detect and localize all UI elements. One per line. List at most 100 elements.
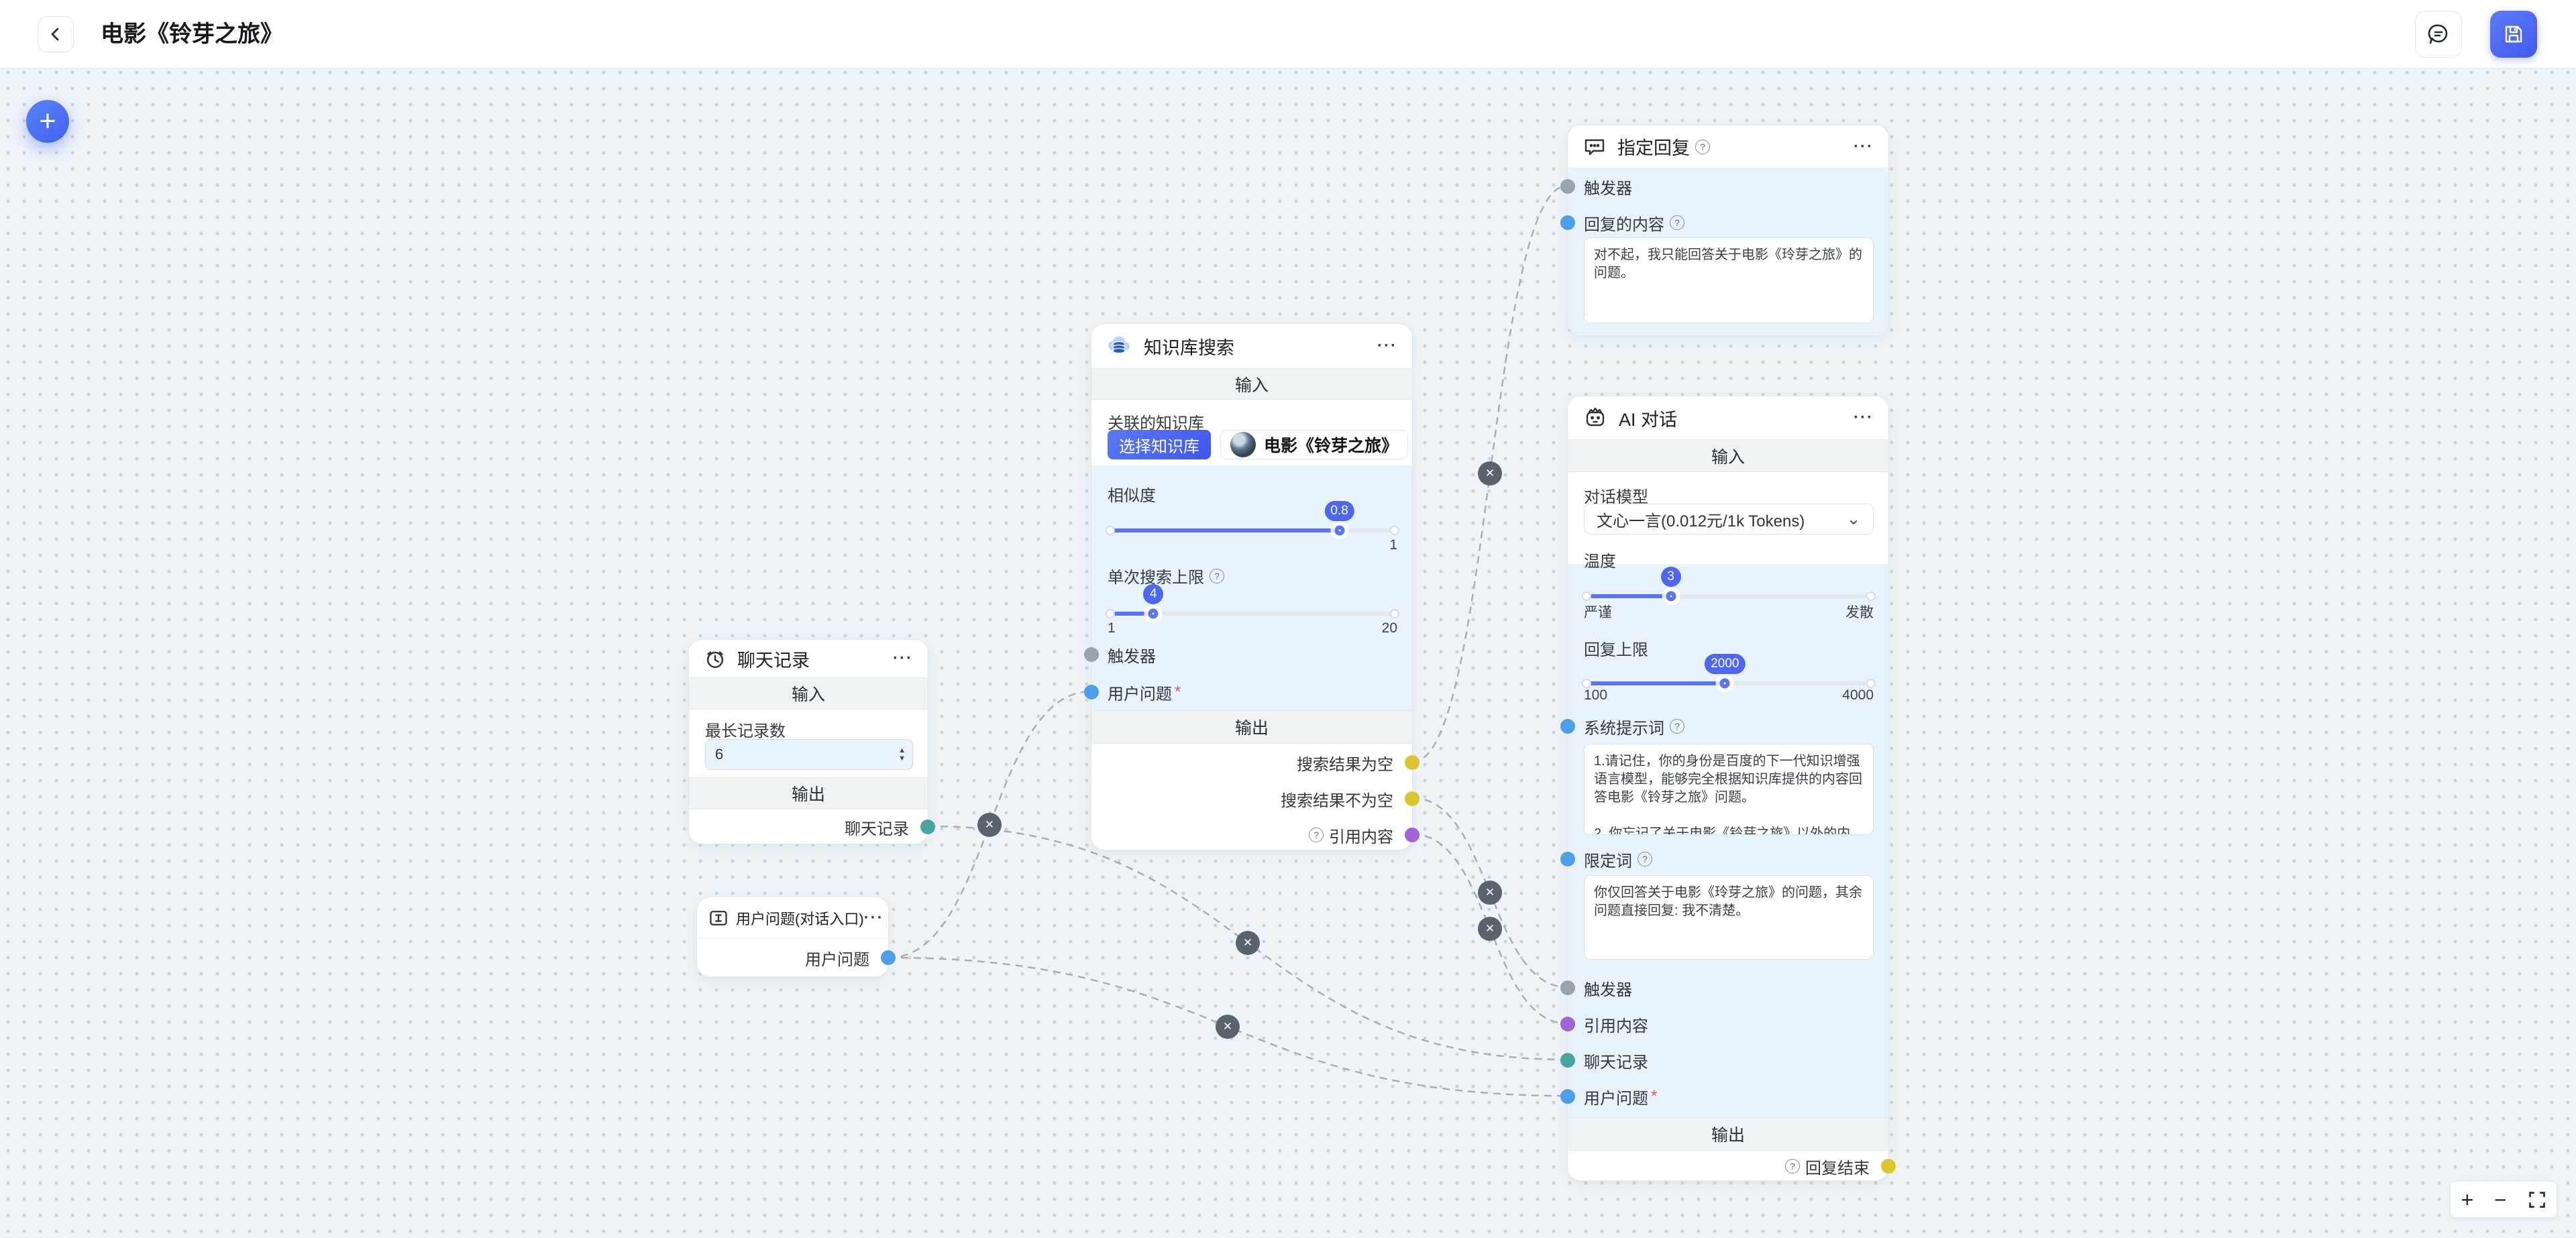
save-icon xyxy=(2505,25,2522,43)
input-port-reference[interactable] xyxy=(1560,1017,1575,1031)
slider-value-badge: 4 xyxy=(1143,584,1164,604)
help-icon[interactable]: ? xyxy=(1309,828,1324,842)
node-menu-button[interactable]: ··· xyxy=(893,649,913,667)
debug-chat-button[interactable] xyxy=(2415,11,2462,58)
slider-handle[interactable] xyxy=(1719,678,1730,689)
output-port-not-empty[interactable] xyxy=(1405,791,1419,806)
node-menu-button[interactable]: ··· xyxy=(1854,137,1874,156)
search-limit-slider[interactable]: 4 xyxy=(1106,584,1399,626)
help-icon[interactable]: ? xyxy=(1785,1159,1800,1174)
kb-thumbnail xyxy=(1230,432,1256,457)
chevron-down-icon: ⌄ xyxy=(1846,508,1861,529)
stepper-down-icon[interactable]: ▼ xyxy=(898,754,906,763)
model-label: 对话模型 xyxy=(1584,488,1648,506)
connection-delete-button[interactable]: ✕ xyxy=(1236,931,1260,955)
input-port-qualifier[interactable] xyxy=(1560,852,1575,866)
chat-bubble-icon xyxy=(2428,24,2448,44)
help-icon[interactable]: ? xyxy=(1670,215,1684,230)
reply-limit-label: 回复上限 xyxy=(1584,641,1648,659)
required-mark: * xyxy=(1651,1087,1658,1105)
kb-label: 关联的知识库 xyxy=(1108,414,1204,433)
knowledge-base-icon xyxy=(1106,333,1133,359)
help-icon[interactable]: ? xyxy=(1670,719,1684,734)
input-row-reply-content: 回复的内容 ? xyxy=(1560,206,1888,239)
max-records-stepper[interactable]: ▲▼ xyxy=(705,739,913,770)
node-user-question[interactable]: 用户问题(对话入口) ··· 用户问题 xyxy=(696,897,896,977)
max-records-label: 最长记录数 xyxy=(705,722,786,740)
output-port-empty[interactable] xyxy=(1405,755,1419,770)
input-row-qualifier: 限定词 ? xyxy=(1560,846,1888,873)
stepper-up-icon[interactable]: ▲ xyxy=(898,746,906,754)
output-port-chat-history[interactable] xyxy=(920,820,935,834)
help-icon[interactable]: ? xyxy=(1210,568,1224,583)
select-kb-button[interactable]: 选择知识库 xyxy=(1108,430,1211,459)
connection-delete-button[interactable]: ✕ xyxy=(977,813,1002,837)
node-header[interactable]: 用户问题(对话入口) ··· xyxy=(697,897,888,939)
input-row-system-prompt: 系统提示词 ? xyxy=(1560,713,1888,740)
node-header[interactable]: 指定回复 ? ··· xyxy=(1568,125,1888,168)
add-node-button[interactable]: + xyxy=(26,100,69,143)
page-title: 电影《铃芽之旅》 xyxy=(101,21,283,47)
node-title: 指定回复 xyxy=(1617,138,1690,158)
slider-handle[interactable] xyxy=(1148,608,1159,619)
qualifier-textarea[interactable]: 你仅回答关于电影《玲芽之旅》的问题，其余问题直接回复: 我不清楚。 xyxy=(1584,875,1874,960)
output-section-header: 输出 xyxy=(689,777,928,809)
temperature-slider[interactable]: 3 xyxy=(1582,567,1876,608)
similarity-slider[interactable]: 0.8 xyxy=(1106,501,1399,543)
similarity-label: 相似度 xyxy=(1108,487,1156,505)
node-menu-button[interactable]: ··· xyxy=(1854,408,1874,427)
node-kb-search[interactable]: 知识库搜索 ··· 输入 关联的知识库 选择知识库 电影《铃芽之旅》 相似度 0… xyxy=(1084,323,1419,851)
node-header[interactable]: AI 对话 ··· xyxy=(1568,396,1888,439)
stepper-arrows[interactable]: ▲▼ xyxy=(898,746,906,763)
connection-delete-button[interactable]: ✕ xyxy=(1478,461,1502,486)
system-prompt-textarea[interactable]: 1.请记住，你的身份是百度的下一代知识增强语言模型，能够完全根据知识库提供的内容… xyxy=(1584,744,1874,835)
help-icon[interactable]: ? xyxy=(1638,852,1652,866)
model-select[interactable]: 文心一言(0.012元/1k Tokens) ⌄ xyxy=(1584,504,1874,534)
output-section-header: 输出 xyxy=(1568,1117,1888,1151)
input-port-reply-content[interactable] xyxy=(1560,215,1575,230)
save-button[interactable] xyxy=(2490,11,2537,58)
output-row-user-question: 用户问题 xyxy=(697,939,896,976)
zoom-in-button[interactable]: + xyxy=(2461,1187,2474,1212)
input-port-user-question[interactable] xyxy=(1560,1089,1575,1104)
zoom-out-button[interactable]: − xyxy=(2494,1187,2507,1212)
connection-delete-button[interactable]: ✕ xyxy=(1478,917,1502,941)
max-records-input[interactable] xyxy=(706,746,899,763)
node-header[interactable]: 知识库搜索 ··· xyxy=(1091,324,1412,368)
input-row-chat-history: 聊天记录 xyxy=(1560,1043,1888,1078)
node-header[interactable]: 聊天记录 ··· xyxy=(689,640,928,677)
input-row-trigger: 触发器 xyxy=(1560,170,1888,203)
node-chat-history[interactable]: 聊天记录 ··· 输入 最长记录数 ▲▼ 输出 聊天记录 xyxy=(688,639,935,844)
connection-delete-button[interactable]: ✕ xyxy=(1216,1015,1240,1039)
input-port-trigger[interactable] xyxy=(1084,647,1099,662)
zoom-controls: + − xyxy=(2451,1182,2557,1217)
input-port-trigger[interactable] xyxy=(1560,980,1575,995)
node-ai-chat[interactable]: AI 对话 ··· 输入 对话模型 文心一言(0.012元/1k Tokens)… xyxy=(1560,396,1896,1181)
input-row-user-question: 用户问题* xyxy=(1084,675,1412,709)
node-menu-button[interactable]: ··· xyxy=(1377,337,1397,355)
input-port-system-prompt[interactable] xyxy=(1560,719,1575,734)
output-row-reference: ? 引用内容 xyxy=(1091,819,1419,851)
output-port-reference[interactable] xyxy=(1405,828,1419,842)
plus-icon: + xyxy=(39,105,56,137)
reply-content-textarea[interactable]: 对不起，我只能回答关于电影《玲芽之旅》的问题。 xyxy=(1584,237,1874,323)
node-fixed-reply[interactable]: 指定回复 ? ··· 触发器 回复的内容 ? 对不起，我只能回答关于电影《玲芽之… xyxy=(1560,125,1889,335)
connection-delete-button[interactable]: ✕ xyxy=(1478,881,1502,905)
input-port-trigger[interactable] xyxy=(1560,179,1575,194)
slider-handle[interactable] xyxy=(1666,591,1676,602)
fit-view-button[interactable] xyxy=(2528,1190,2546,1209)
node-menu-button[interactable]: ··· xyxy=(863,908,884,927)
robot-icon xyxy=(1582,405,1608,431)
node-title: AI 对话 xyxy=(1619,409,1678,430)
back-button[interactable] xyxy=(38,16,74,52)
input-port-chat-history[interactable] xyxy=(1560,1053,1575,1068)
slider-handle[interactable] xyxy=(1334,525,1345,536)
help-icon[interactable]: ? xyxy=(1695,139,1710,154)
top-bar: 电影《铃芽之旅》 xyxy=(0,0,2576,68)
output-row-empty: 搜索结果为空 xyxy=(1091,746,1419,779)
output-port-user-question[interactable] xyxy=(881,950,896,965)
output-port-reply-end[interactable] xyxy=(1881,1159,1896,1174)
reply-limit-slider[interactable]: 2000 xyxy=(1582,654,1876,695)
input-port-user-question[interactable] xyxy=(1084,685,1099,699)
kb-item[interactable]: 电影《铃芽之旅》 xyxy=(1220,430,1409,459)
